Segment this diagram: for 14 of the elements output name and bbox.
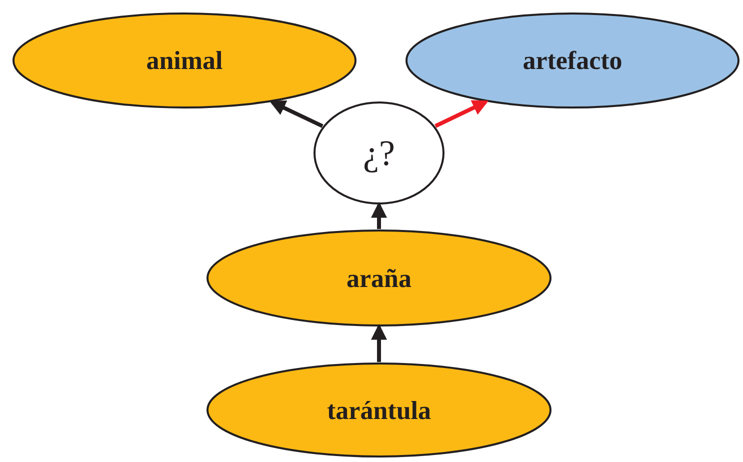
arrow [371,202,387,229]
node-label: animal [146,45,223,77]
node-label: araña [346,262,412,294]
ellipse-node [206,229,552,327]
ellipse-node [405,12,740,109]
arrow [269,100,324,128]
ellipse-node [12,12,357,109]
arrow [371,324,387,362]
ellipse-node [206,362,552,458]
arrow [434,100,489,128]
node-label: artefacto [522,45,622,77]
node-label: tarántula [327,394,431,426]
node-label: ¿? [363,132,395,175]
ellipse-node [313,101,445,205]
